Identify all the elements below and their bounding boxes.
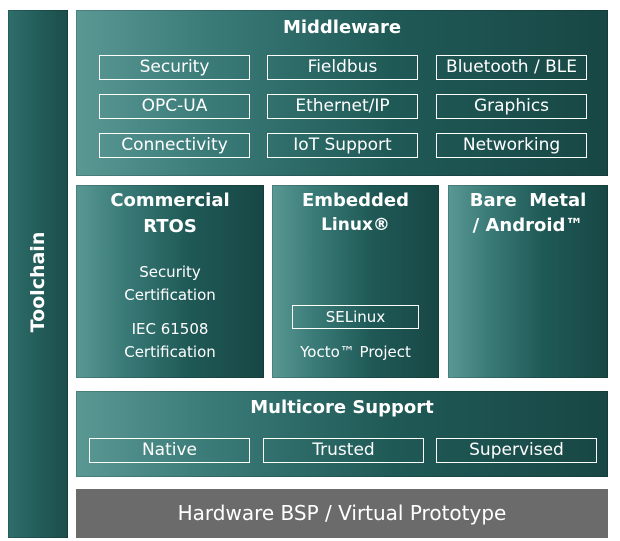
middleware-title: Middleware [282,17,402,38]
middleware-item-networking: Networking [436,133,587,158]
baremetal-title-line2: / Android™ [472,215,584,236]
rtos-title-line2: RTOS [143,216,197,237]
middleware-item-fieldbus: Fieldbus [267,55,418,80]
multicore-item-native: Native [89,438,250,463]
baremetal-panel: Bare Metal / Android™ [448,185,608,378]
toolchain-panel: Toolchain [8,10,68,538]
middleware-item-opc-ua: OPC-UA [99,94,250,119]
multicore-item-trusted: Trusted [263,438,424,463]
middleware-panel: Middleware Security Fieldbus Bluetooth /… [76,10,608,176]
baremetal-title-line1: Bare Metal [469,190,587,211]
middleware-item-bluetooth-ble: Bluetooth / BLE [436,55,587,80]
rtos-security-cert-line1: Security [139,263,201,281]
rtos-panel: Commercial RTOS Security Certification I… [76,185,264,378]
middleware-item-connectivity: Connectivity [99,133,250,158]
rtos-security-cert-line2: Certification [124,286,216,304]
selinux-box: SELinux [292,305,419,329]
linux-title-line1: Embedded [301,190,409,211]
rtos-title-line1: Commercial [110,190,230,211]
rtos-iec-cert-line2: Certification [124,343,216,361]
hardware-bsp-panel: Hardware BSP / Virtual Prototype [76,489,608,538]
linux-title-line2: Linux® [321,215,390,235]
multicore-panel: Multicore Support Native Trusted Supervi… [76,391,608,477]
middleware-item-ethernet-ip: Ethernet/IP [267,94,418,119]
linux-panel: Embedded Linux® SELinux Yocto™ Project [272,185,439,378]
middleware-item-security: Security [99,55,250,80]
middleware-item-iot-support: IoT Support [267,133,418,158]
toolchain-label: Toolchain [27,231,49,333]
rtos-iec-cert-line1: IEC 61508 [131,320,209,338]
middleware-item-graphics: Graphics [436,94,587,119]
yocto-project-label: Yocto™ Project [300,343,411,361]
multicore-item-supervised: Supervised [436,438,597,463]
multicore-title: Multicore Support [250,397,434,418]
